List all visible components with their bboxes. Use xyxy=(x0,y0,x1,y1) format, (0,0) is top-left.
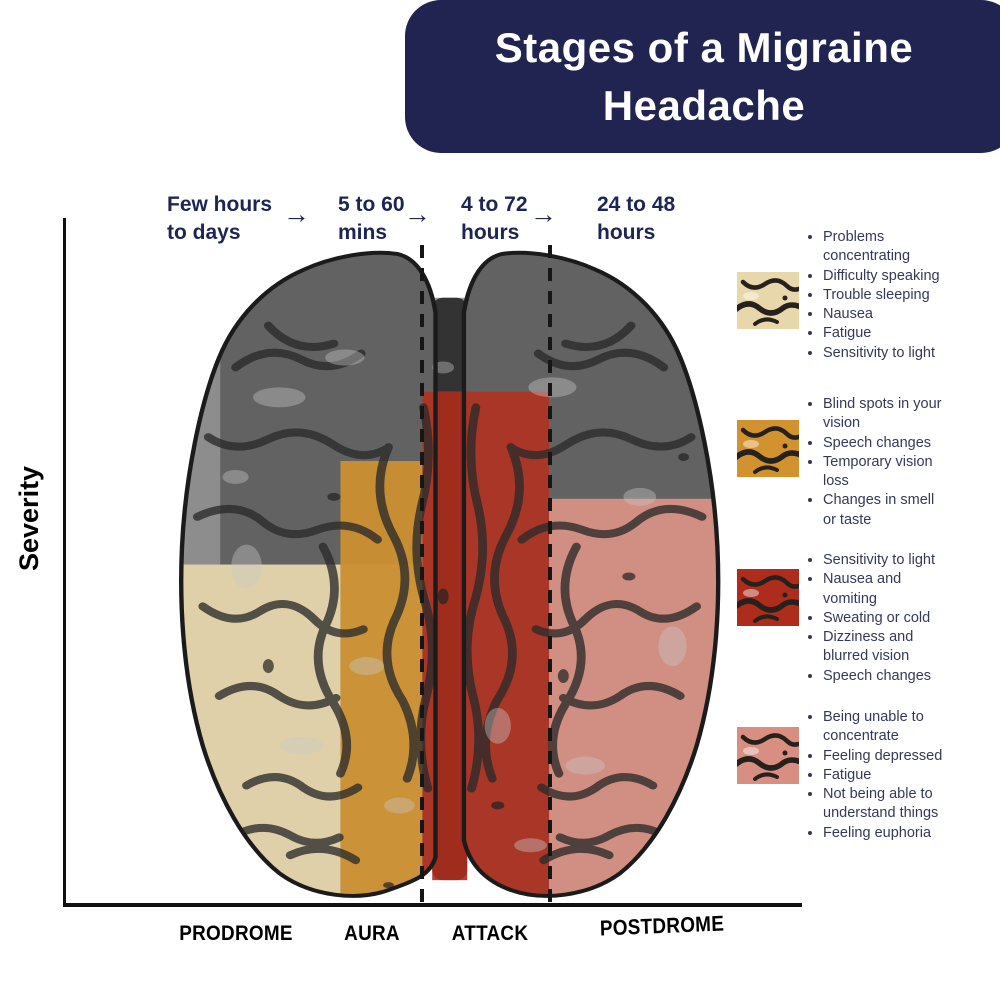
stage-label-postdrome: POSTDROME xyxy=(599,911,725,941)
right-hemisphere-outline xyxy=(461,250,721,898)
duration-prodrome: Few hours to days xyxy=(167,193,273,244)
symptom-item: Blind spots in your vision xyxy=(823,395,945,434)
brain-top-view-illustration xyxy=(179,250,721,898)
symptom-item: Nausea and vomiting xyxy=(823,570,945,609)
duration-aura: 5 to 60 mins xyxy=(338,193,405,244)
arrow-right-icon: → xyxy=(283,199,310,229)
symptom-item: Nausea xyxy=(823,305,945,324)
symptom-item: Difficulty speaking xyxy=(823,267,945,286)
attack-region-overlay xyxy=(422,391,550,896)
stage-label-attack: ATTACK xyxy=(451,921,529,945)
y-axis-label: Severity xyxy=(14,465,44,571)
symptom-item: Being unable to concentrate xyxy=(823,708,945,747)
symptom-item: Dizziness and blurred vision xyxy=(823,628,945,667)
duration-attack: 4 to 72 hours xyxy=(461,193,528,244)
symptom-item: Sensitivity to light xyxy=(823,551,945,570)
symptom-item: Sensitivity to light xyxy=(823,344,945,363)
page-title: Stages of a Migraine Headache xyxy=(494,23,914,129)
arrow-right-icon: → xyxy=(404,199,431,229)
attack-symptom-list: Sensitivity to lightNausea and vomitingS… xyxy=(802,551,945,686)
postdrome-texture-swatch xyxy=(737,727,799,784)
postdrome-symptom-list: Being unable to concentrateFeeling depre… xyxy=(802,708,945,843)
symptom-item: Problems concentrating xyxy=(823,228,945,267)
attack-texture-swatch xyxy=(737,569,799,626)
divider-aura-attack xyxy=(420,245,424,907)
aura-region-overlay xyxy=(340,461,423,896)
symptom-item: Changes in smell or taste xyxy=(823,491,945,530)
title-banner: Stages of a Migraine Headache xyxy=(405,0,1000,153)
symptom-item: Not being able to understand things xyxy=(823,785,945,824)
symptom-item: Sweating or cold xyxy=(823,609,945,628)
stage-label-prodrome: PRODROME xyxy=(179,921,293,945)
aura-symptom-list: Blind spots in your visionSpeech changes… xyxy=(802,395,945,530)
upper-gray-zone-right xyxy=(549,252,719,499)
brain-gyri-highlights xyxy=(222,349,687,853)
prodrome-texture-swatch xyxy=(737,272,799,329)
prodrome-symptom-list: Problems concentratingDifficulty speakin… xyxy=(802,228,945,363)
aura-texture-swatch xyxy=(737,420,799,477)
symptom-item: Feeling euphoria xyxy=(823,824,945,843)
y-axis-line xyxy=(63,218,66,907)
arrow-right-icon: → xyxy=(530,199,557,229)
symptom-item: Speech changes xyxy=(823,667,945,686)
brain-dark-pits xyxy=(262,453,689,889)
symptom-item: Fatigue xyxy=(823,766,945,785)
divider-attack-postdrome xyxy=(548,245,552,907)
stage-label-aura: AURA xyxy=(344,921,400,945)
symptom-item: Trouble sleeping xyxy=(823,286,945,305)
duration-postdrome: 24 to 48 hours xyxy=(597,193,676,244)
symptom-item: Feeling depressed xyxy=(823,747,945,766)
x-axis-line xyxy=(63,903,802,907)
symptom-item: Fatigue xyxy=(823,324,945,343)
symptom-item: Speech changes xyxy=(823,434,945,453)
symptom-item: Temporary vision loss xyxy=(823,453,945,492)
left-hemisphere-outline xyxy=(179,250,438,898)
